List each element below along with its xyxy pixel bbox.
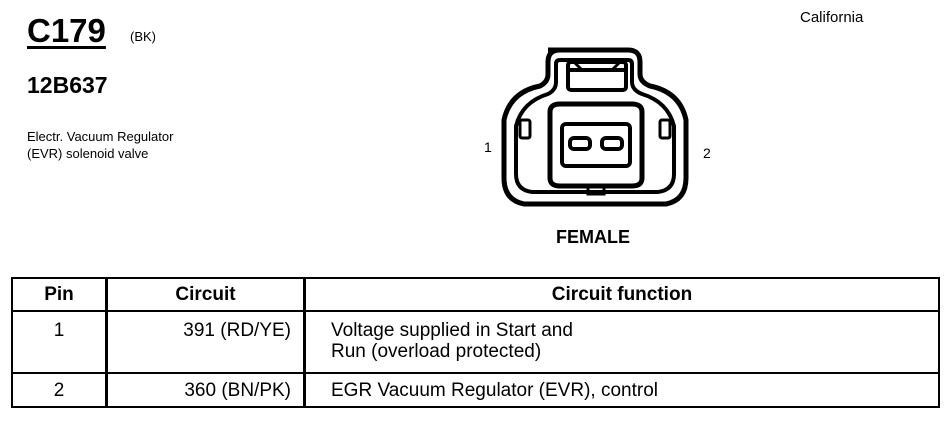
description-line-1: Electr. Vacuum Regulator xyxy=(27,129,174,144)
pin-2-label: 2 xyxy=(703,145,711,161)
bottom-key xyxy=(586,186,606,196)
connector-gender-label: FEMALE xyxy=(556,227,630,247)
terminal-slot-2 xyxy=(600,136,624,151)
terminal-slot-1 xyxy=(568,136,592,151)
connector-lock-latch xyxy=(566,60,628,92)
table-row: 1 391 (RD/YE) Voltage supplied in Start … xyxy=(12,311,939,374)
wire-color-code: (BK) xyxy=(130,29,156,44)
function-line: Voltage supplied in Start and xyxy=(331,320,573,341)
table-header-row: Pin Circuit Circuit function xyxy=(12,278,939,312)
circuit-function: Voltage supplied in Start and Run (overl… xyxy=(303,311,939,374)
pin-number: 1 xyxy=(12,311,107,374)
connector-cavity xyxy=(547,101,645,189)
pin-number: 2 xyxy=(53,380,65,401)
table-row: 2 360 (BN/PK) EGR Vacuum Regulator (EVR)… xyxy=(12,373,939,407)
header-pin: Pin xyxy=(12,278,107,312)
connector-id: C179 xyxy=(27,12,106,49)
header-circuit: Circuit xyxy=(105,278,305,312)
connector-face-drawing xyxy=(501,47,689,207)
side-key-right xyxy=(658,118,672,140)
side-key-left xyxy=(518,118,532,140)
connector-outer-housing xyxy=(501,47,689,207)
pinout-table: Pin Circuit Circuit function 1 391 (RD/Y… xyxy=(11,277,940,408)
function-line: Run (overload protected) xyxy=(331,341,542,362)
circuit-code: 360 (BN/PK) xyxy=(105,373,305,407)
pin-1-label: 1 xyxy=(484,139,492,155)
terminal-block xyxy=(560,122,632,168)
region-label: California xyxy=(800,9,864,26)
header-circuit-function: Circuit function xyxy=(303,278,939,312)
function-line: EGR Vacuum Regulator (EVR), control xyxy=(331,380,658,401)
circuit-function: EGR Vacuum Regulator (EVR), control xyxy=(303,373,939,407)
component-description: Electr. Vacuum Regulator (EVR) solenoid … xyxy=(27,128,173,162)
circuit-code: 391 (RD/YE) xyxy=(105,311,305,374)
connector-inner-housing xyxy=(514,58,676,194)
part-number: 12B637 xyxy=(27,72,108,98)
description-line-2: (EVR) solenoid valve xyxy=(27,146,149,161)
